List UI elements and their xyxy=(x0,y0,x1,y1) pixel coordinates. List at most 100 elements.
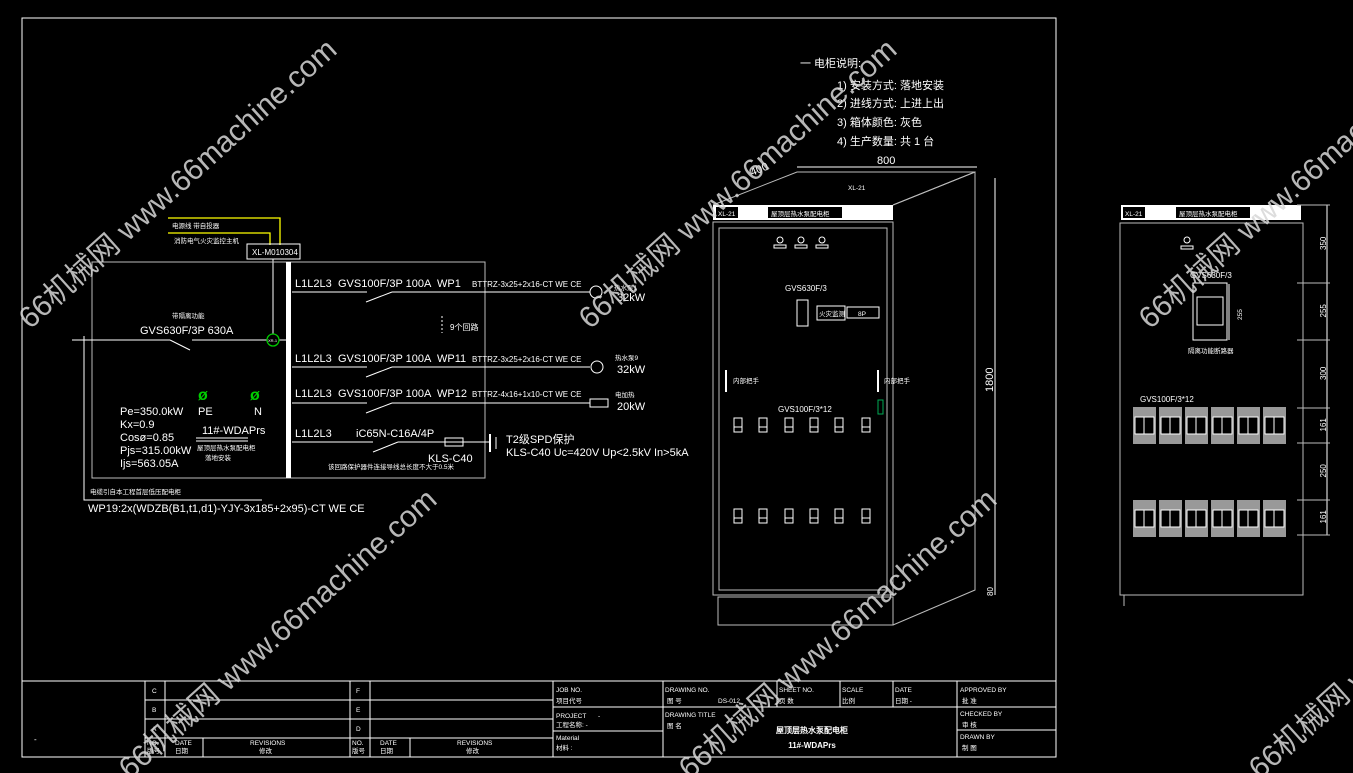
header-label: NO. xyxy=(147,740,159,747)
circuit-label: WP11 xyxy=(437,353,466,365)
handle-label: 内部把手 xyxy=(884,376,911,385)
main-breaker-label: GVS630F/3P 630A xyxy=(140,325,234,337)
load-power: 20kW xyxy=(617,401,646,413)
param: Kx=0.9 xyxy=(120,419,155,431)
load-label: 电加热 xyxy=(615,390,635,399)
approved-cn: 批 准 xyxy=(962,696,977,705)
circuits-note: 9个回路 xyxy=(450,322,478,332)
header-label: NO. xyxy=(352,740,364,747)
header-label: 版号 xyxy=(147,746,161,755)
branch-spd: L1L2L3 iC65N-C16A/4P KLS-C40 T2级SPD保护 KL… xyxy=(292,428,689,471)
param: Cosø=0.85 xyxy=(120,432,174,444)
breaker-label: GVS100F/3P 100A xyxy=(338,278,432,290)
spd-note: 该回路保护器件连接导线总长度不大于0.5米 xyxy=(328,462,455,471)
project-cn: 工程名称: - xyxy=(556,720,588,729)
dim-label: 161 xyxy=(1319,510,1328,524)
dim-label: 300 xyxy=(1319,366,1328,380)
main-breaker-icon xyxy=(796,299,809,327)
load-power: 32kW xyxy=(617,292,646,304)
header-label: REVISIONS xyxy=(457,740,493,747)
drawing-title-label: DRAWING TITLE xyxy=(665,712,716,719)
panel-id: 11#-WDAPrs xyxy=(202,425,266,437)
cabinet-code: XL-21 xyxy=(1125,211,1143,218)
phase-label: L1L2L3 xyxy=(295,428,332,440)
header-label: 日期 xyxy=(380,747,394,755)
title-block: - C B A F E D NO. 版号 DATE 日期 REVISIONS 修… xyxy=(21,680,1057,758)
branch-breaker-icon xyxy=(834,417,844,433)
dim-label: 250 xyxy=(1319,464,1328,478)
watermark: 66机械网 www.66machine.com xyxy=(1133,33,1353,335)
fire-monitor-value: 8P xyxy=(858,311,866,318)
sheet-no-cn: 页 数 xyxy=(779,696,794,705)
breaker-label: GVS100F/3P 100A xyxy=(338,388,432,400)
monitor-node-label: XR-1 xyxy=(268,338,278,343)
dim-label: 350 xyxy=(1319,236,1328,250)
project-label: PROJECT xyxy=(556,713,586,720)
cabinet-title: 屋顶层热水泵配电柜 xyxy=(1179,209,1238,218)
branch-breakers-label: GVS100F/3*12 xyxy=(778,405,832,414)
top-label: XL-21 xyxy=(848,185,866,192)
watermark: 66机械网 www.66machine.com xyxy=(13,33,344,335)
branch-breaker-icon xyxy=(834,508,844,524)
watermark: 66机械网 www.66machine.com xyxy=(113,483,444,773)
header-label: DATE xyxy=(380,740,398,747)
rev-row: E xyxy=(356,707,361,714)
main-caption: 隔离功能断路器 xyxy=(1188,346,1234,355)
main-breaker-icon xyxy=(1192,282,1228,341)
cabinet-front-view: 800 400 XL-21 1800 80 XL-21 屋顶层热水泵配电柜 GV… xyxy=(712,155,996,626)
project-value: - xyxy=(598,713,600,720)
branch-breaker-icon xyxy=(861,417,871,433)
load-label: 热水泵1 xyxy=(614,283,638,292)
single-line-diagram: 电源线 带自投器 消防电气火灾监控主机 XL-M010304 XR-1 带隔离功… xyxy=(72,217,689,515)
drawing-no-label: DRAWING NO. xyxy=(665,687,710,694)
drawing-title-cn: 图 名 xyxy=(667,721,682,730)
handle-label: 内部把手 xyxy=(733,376,760,385)
rev-row: A xyxy=(152,726,157,733)
param: Ijs=563.05A xyxy=(120,458,179,470)
branch-breaker-icon xyxy=(758,417,768,433)
cabinet-notes: 一 电柜说明: 1) 安装方式: 落地安装 2) 进线方式: 上进上出 3) 箱… xyxy=(800,56,944,148)
branch-wp12: L1L2L3 GVS100F/3P 100A WP12 BTTRZ-4x16+1… xyxy=(292,388,646,414)
date-label: DATE xyxy=(895,687,913,694)
feeder-note: 电缆引自本工程首层低压配电柜 xyxy=(90,487,182,496)
load-label: 热水泵9 xyxy=(615,353,639,362)
material-label: Material xyxy=(556,735,580,742)
heater-icon xyxy=(589,398,609,408)
notes-heading: 一 电柜说明: xyxy=(800,56,861,70)
fuse-icon xyxy=(444,437,464,447)
panel-sub: 落地安装 xyxy=(205,453,232,462)
branch-wp1: L1L2L3 GVS100F/3P 100A WP1 BTTRZ-3x25+2x… xyxy=(292,278,646,304)
signal-line xyxy=(168,217,281,245)
cable-label: BTTRZ-3x25+2x16-CT WE CE xyxy=(472,355,581,364)
cable-label: BTTRZ-3x25+2x16-CT WE CE xyxy=(472,280,581,289)
phase-label: L1L2L3 xyxy=(295,278,332,290)
bus-bar xyxy=(286,262,291,478)
feeder-cable: WP19:2x(WDZB(B1,t1,d1)-YJY-3x185+2x95)-C… xyxy=(88,503,365,515)
branch-wp11: L1L2L3 GVS100F/3P 100A WP11 BTTRZ-3x25+2… xyxy=(292,353,646,378)
branch-breaker-icon xyxy=(809,417,819,433)
branch-breaker-icon xyxy=(861,508,871,524)
param: Pjs=315.00kW xyxy=(120,445,192,457)
panel-sub: 屋顶层热水泵配电柜 xyxy=(197,443,256,452)
header-label: DATE xyxy=(175,740,193,747)
monitor-node-icon xyxy=(266,333,280,347)
circuit-label: WP12 xyxy=(437,388,467,400)
branch-breaker-icon xyxy=(784,417,794,433)
breaker-label: iC65N-C16A/4P xyxy=(356,428,434,440)
drawn-cn: 制 图 xyxy=(962,743,977,752)
breaker-label: GVS100F/3P 100A xyxy=(338,353,432,365)
phase-label: L1L2L3 xyxy=(295,388,332,400)
material-cn: 材料 : xyxy=(556,743,573,752)
job-no-label: JOB NO. xyxy=(556,687,582,694)
main-dim: 255 xyxy=(1237,309,1244,320)
drawing-title: 屋顶层热水泵配电柜 xyxy=(776,725,848,735)
spd-title: T2级SPD保护 xyxy=(506,432,574,446)
neutral-icon: ø xyxy=(250,387,260,404)
main-breaker-label: GVS630F/3 xyxy=(1190,271,1232,280)
fuse-label: KLS-C40 xyxy=(428,453,473,465)
scale-cn: 比例 xyxy=(842,696,855,705)
rev-row: F xyxy=(356,688,360,695)
branch-breaker-icon xyxy=(733,417,743,433)
ground-icon: ø xyxy=(198,387,208,404)
